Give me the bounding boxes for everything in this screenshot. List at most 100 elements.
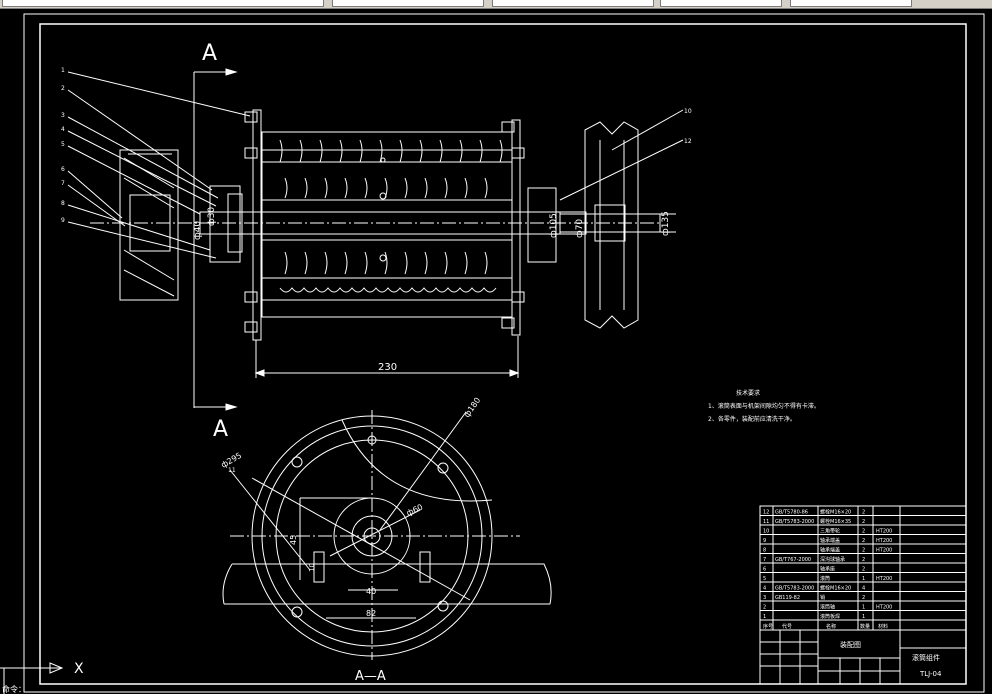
dim-hub: ф70 xyxy=(575,219,585,238)
dim-inner-diameter: ф180 xyxy=(462,396,482,419)
leader-7: 7 xyxy=(61,180,65,187)
section-label-top: A xyxy=(202,41,217,66)
leader-lines xyxy=(67,71,684,571)
parts-cell-name: 轴承座 xyxy=(820,566,835,573)
parts-cell-name: 轴承端盖 xyxy=(820,547,840,554)
dim-small-diameter: ф60 xyxy=(405,502,424,517)
section-plane-a xyxy=(193,68,238,411)
inner-frame xyxy=(39,23,967,685)
parts-cell-name: 三角带轮 xyxy=(820,528,840,535)
dim-small-10: 10 xyxy=(308,563,316,572)
parts-cell-name: 螺栓M16×20 xyxy=(820,509,851,516)
plotstyle-dropdown[interactable] xyxy=(790,0,912,7)
dim-pulley: ф135 xyxy=(661,211,671,236)
parts-cell-mat: HT200 xyxy=(876,548,892,554)
dim-shaft-mid: ф30 xyxy=(207,207,217,226)
parts-cell-no: 7 xyxy=(763,557,766,563)
leader-3: 3 xyxy=(61,112,65,119)
parts-cell-name: 销 xyxy=(820,594,825,601)
notes-title: 技术要求 xyxy=(736,389,760,397)
lineweight-dropdown[interactable] xyxy=(660,0,782,7)
parts-cell-no: 5 xyxy=(763,576,766,582)
leader-11: 11 xyxy=(228,467,236,474)
parts-cell-no: 6 xyxy=(763,567,766,573)
leader-2: 2 xyxy=(61,85,65,92)
parts-cell-qty: 4 xyxy=(862,586,865,592)
parts-cell-name: 轴承端盖 xyxy=(820,537,840,544)
section-view-a-a xyxy=(222,410,552,660)
ucs-icon xyxy=(0,662,64,694)
parts-cell-qty: 1 xyxy=(862,605,865,611)
th-mat: 材料 xyxy=(878,623,888,630)
parts-cell-code: GB119-82 xyxy=(775,595,800,601)
dim-shaft-left: ф40 xyxy=(193,221,203,240)
parts-cell-name: 滚筒板焊 xyxy=(820,613,840,620)
parts-cell-no: 1 xyxy=(763,614,766,620)
parts-cell-no: 10 xyxy=(763,529,769,535)
drawing-area[interactable]: A A xyxy=(0,8,992,694)
linetype-dropdown[interactable] xyxy=(492,0,654,7)
color-dropdown[interactable] xyxy=(332,0,484,7)
parts-cell-mat: HT200 xyxy=(876,576,892,582)
parts-cell-no: 12 xyxy=(763,510,769,516)
parts-cell-code: GB/T5783-2000 xyxy=(775,519,814,525)
title-block xyxy=(759,629,967,685)
parts-cell-mat: HT200 xyxy=(876,605,892,611)
toolbar-strip xyxy=(0,0,992,9)
parts-cell-name: 深沟球轴承 xyxy=(820,556,845,563)
dimension-length xyxy=(254,336,520,378)
parts-cell-qty: 2 xyxy=(862,557,865,563)
parts-cell-no: 9 xyxy=(763,538,766,544)
parts-cell-mat: HT200 xyxy=(876,529,892,535)
parts-cell-qty: 1 xyxy=(862,576,865,582)
leader-9: 9 xyxy=(61,217,65,224)
parts-cell-qty: 2 xyxy=(862,538,865,544)
command-line-text[interactable]: 命令： xyxy=(2,684,26,694)
drawing-type: 装配图 xyxy=(840,640,861,649)
parts-cell-no: 8 xyxy=(763,548,766,554)
dim-width-82: 82 xyxy=(366,609,376,618)
drawing-number: TLJ-04 xyxy=(919,670,942,678)
leader-4: 4 xyxy=(61,126,65,133)
parts-cell-name: 滚筒 xyxy=(820,575,830,582)
parts-cell-no: 11 xyxy=(763,519,769,525)
th-name: 名称 xyxy=(826,623,836,630)
parts-cell-name: 螺栓M16×35 xyxy=(820,518,851,525)
th-code: 代号 xyxy=(782,623,792,630)
dim-height-45: 45 xyxy=(289,535,298,545)
notes-line-1: 1、滚筒表面与机架间隙均匀不得有卡滞。 xyxy=(708,402,820,410)
section-view-title: A—A xyxy=(355,669,386,684)
parts-cell-name: 滚筒轴 xyxy=(820,604,835,611)
leader-1: 1 xyxy=(61,67,65,74)
th-qty: 数量 xyxy=(860,623,870,630)
drawing-name: 滚筒组件 xyxy=(912,653,940,662)
parts-cell-name: 螺栓M16×20 xyxy=(820,585,851,592)
th-no: 序号 xyxy=(763,623,773,630)
section-label-bottom: A xyxy=(213,417,228,442)
parts-cell-qty: 2 xyxy=(862,567,865,573)
leader-8: 8 xyxy=(61,200,65,207)
drum-assembly-view xyxy=(90,109,660,341)
parts-cell-qty: 1 xyxy=(862,614,865,620)
parts-cell-qty: 2 xyxy=(862,595,865,601)
parts-cell-no: 4 xyxy=(763,586,766,592)
parts-cell-no: 3 xyxy=(763,595,766,601)
parts-cell-no: 2 xyxy=(763,605,766,611)
layer-dropdown[interactable] xyxy=(2,0,324,7)
leader-12: 12 xyxy=(684,138,692,145)
leader-5: 5 xyxy=(61,141,65,148)
parts-cell-qty: 2 xyxy=(862,529,865,535)
parts-cell-code: GB/T5783-2000 xyxy=(775,586,814,592)
outer-frame xyxy=(23,13,985,693)
dim-bore-right: ф105 xyxy=(549,213,559,238)
dim-width-40: 40 xyxy=(366,587,376,596)
ucs-axis-label: X xyxy=(74,661,84,677)
parts-cell-qty: 2 xyxy=(862,519,865,525)
parts-cell-code: GB/T767-2000 xyxy=(775,557,811,563)
dimension-length-text: 230 xyxy=(378,362,397,373)
leader-10: 10 xyxy=(684,108,692,115)
notes-line-2: 2、各零件，装配前应清洗干净。 xyxy=(708,415,796,423)
parts-cell-qty: 2 xyxy=(862,510,865,516)
parts-cell-mat: HT200 xyxy=(876,538,892,544)
